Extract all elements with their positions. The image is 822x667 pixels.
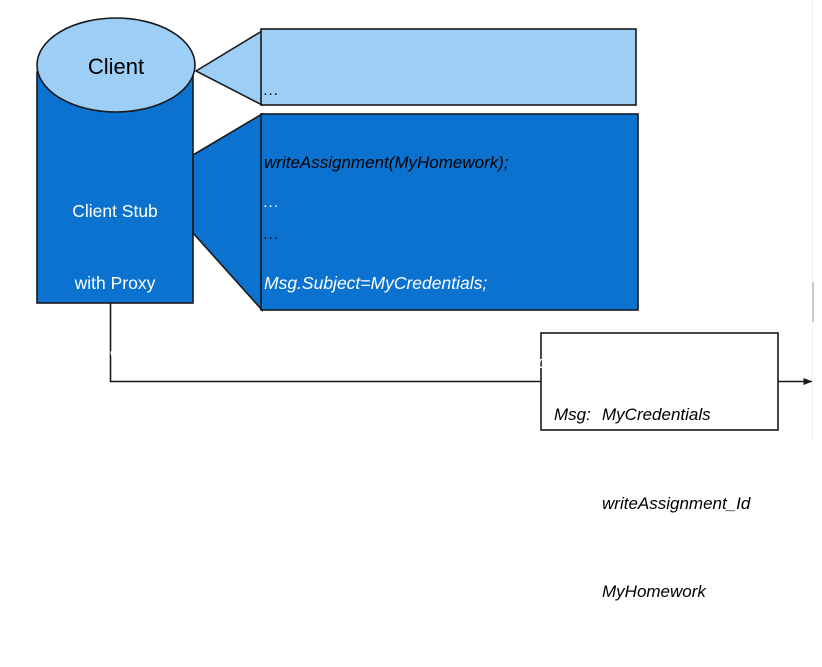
dark-callout-box [260, 113, 639, 311]
slide-right-edge-rule [812, 0, 813, 440]
light-callout-box [260, 28, 637, 106]
message-row-2: writeAssignment_Id [554, 489, 779, 519]
light-callout-tail [194, 29, 263, 107]
client-ellipse [36, 17, 196, 113]
dark-callout-line-6: ... [264, 591, 280, 609]
dark-callout-tail [192, 112, 263, 313]
dark-callout-line-5: send(Server, Msg); [264, 511, 412, 531]
message-value-3: MyHomework [602, 582, 706, 601]
diagram-canvas: Client Client Stub with Proxy (here with… [36, 0, 814, 601]
message-value-2: writeAssignment_Id [602, 493, 751, 513]
slide-right-edge-marker [812, 282, 814, 322]
message-row-3: MyHomework [554, 577, 779, 607]
diagram-vector-layer [36, 17, 813, 431]
message-box [540, 332, 779, 431]
